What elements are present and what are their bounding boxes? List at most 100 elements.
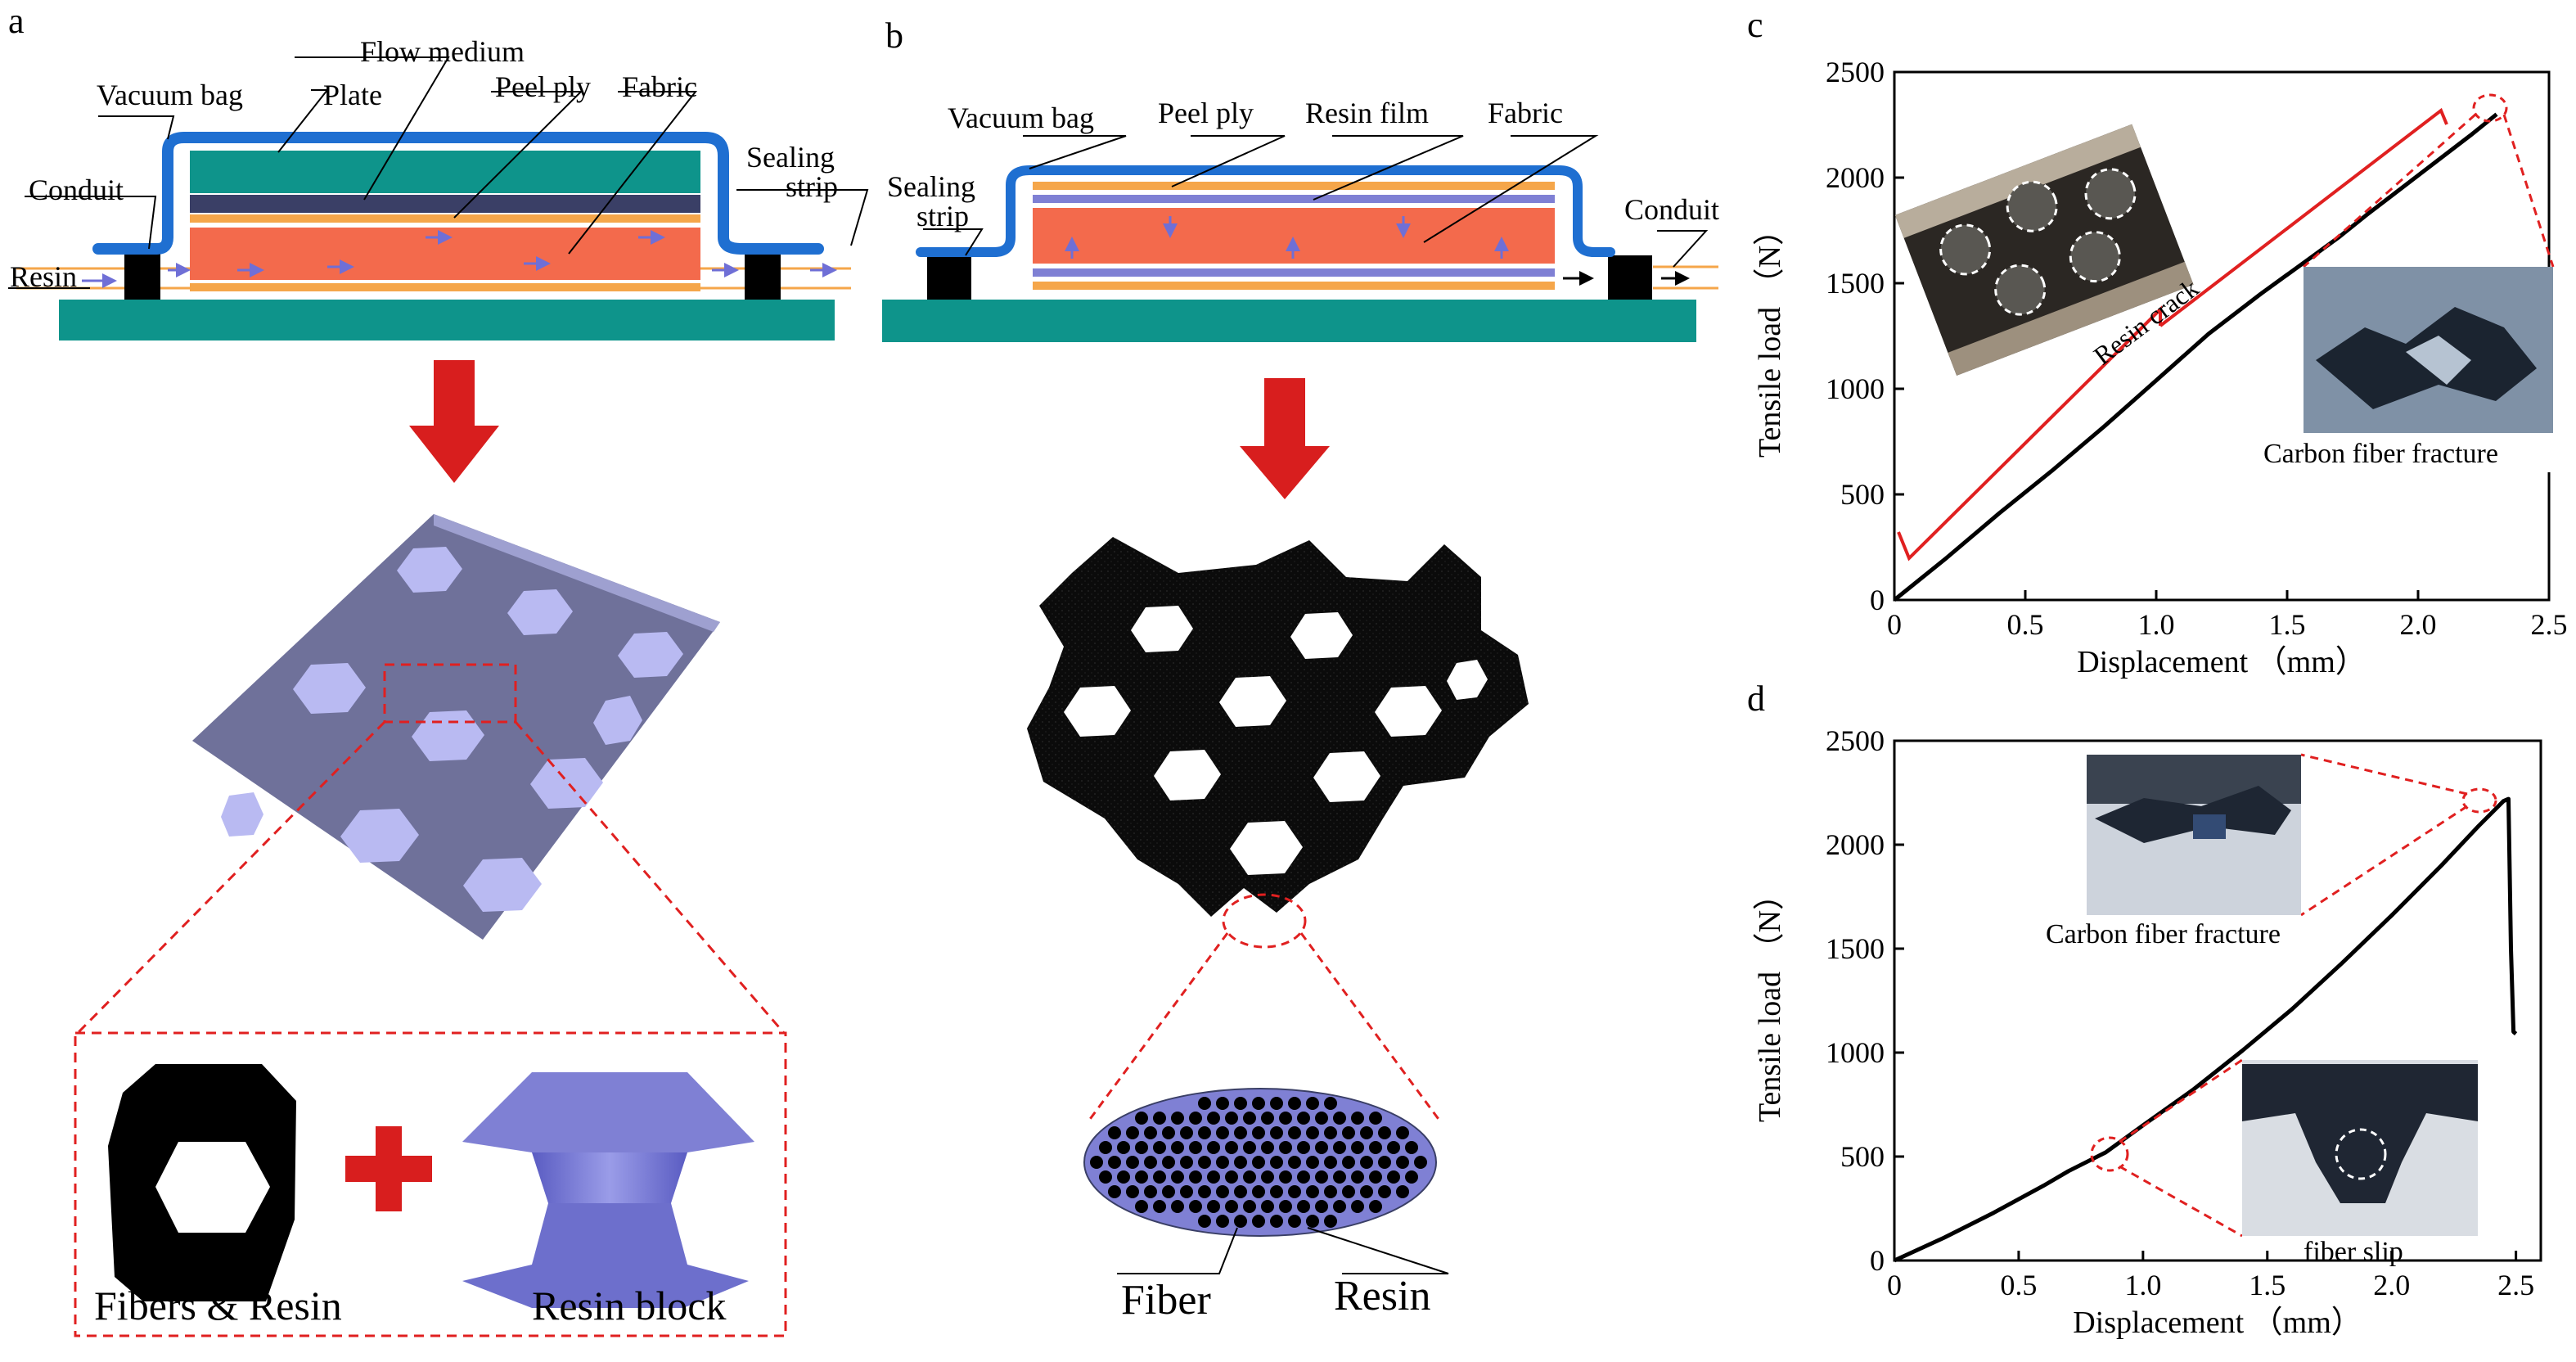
fiber-dot — [1333, 1170, 1346, 1184]
a-label-conduit: Conduit — [29, 174, 124, 206]
b-label-vacuum-bag: Vacuum bag — [948, 101, 1094, 134]
d-zoom-lines-top — [2300, 753, 2468, 917]
fiber-dot — [1108, 1185, 1121, 1198]
a-label-strip: strip — [786, 170, 838, 203]
fiber-dot — [1270, 1185, 1283, 1198]
y-tick-label: 0 — [1870, 1244, 1885, 1277]
c-label-carbon-fiber-fracture: Carbon fiber fracture — [2263, 439, 2498, 469]
fiber-dot — [1153, 1200, 1166, 1213]
fiber-dot — [1126, 1156, 1139, 1169]
fiber-dot — [1135, 1200, 1148, 1213]
x-tick-label: 1.5 — [2269, 608, 2306, 641]
panel-b: b — [882, 16, 1719, 1324]
b-cross-section: Fiber Resin — [1083, 1088, 1449, 1324]
fiber-dot — [1270, 1097, 1283, 1110]
series-line — [1893, 112, 2498, 602]
b-fabric-hex-holes — [1064, 606, 1488, 875]
fiber-dot — [1324, 1126, 1337, 1139]
a-label-plate: Plate — [323, 79, 382, 111]
y-tick-label: 2000 — [1826, 161, 1885, 194]
fiber-dot — [1288, 1097, 1301, 1110]
y-axis-label: Tensile load （N） — [1753, 214, 1787, 458]
b-label-fabric: Fabric — [1488, 97, 1563, 129]
fiber-dot — [1171, 1170, 1184, 1184]
b-resin-arrows — [1065, 216, 1509, 259]
b-label-conduit: Conduit — [1624, 193, 1719, 226]
fiber-dot — [1243, 1170, 1256, 1184]
fiber-dot — [1252, 1215, 1265, 1228]
fiber-dot — [1153, 1170, 1166, 1184]
x-tick-label: 0 — [1887, 1269, 1902, 1301]
fiber-dot — [1324, 1215, 1337, 1228]
fiber-dot — [1351, 1141, 1364, 1154]
x-axis-label: Displacement （mm） — [2077, 645, 2367, 679]
b-leader-lines — [923, 135, 1709, 268]
x-tick-label: 2.5 — [2531, 608, 2568, 641]
fiber-dot — [1126, 1126, 1139, 1139]
fiber-dot — [1324, 1097, 1337, 1110]
fiber-dot — [1378, 1185, 1391, 1198]
a-label-resin-block: Resin block — [532, 1283, 726, 1328]
x-tick-label: 1.5 — [2249, 1269, 2286, 1301]
fiber-dot — [1198, 1215, 1211, 1228]
fiber-dot — [1234, 1215, 1247, 1228]
fiber-dot — [1108, 1126, 1121, 1139]
b-left-sealing-strip — [927, 255, 971, 300]
a-plus-sign — [345, 1126, 432, 1211]
c-bracket-upper — [2159, 107, 2448, 327]
fiber-dot — [1207, 1200, 1220, 1213]
a-zoom-box — [383, 663, 517, 724]
fiber-dot — [1306, 1185, 1319, 1198]
fiber-dot — [1171, 1141, 1184, 1154]
a-flow-medium — [190, 195, 700, 213]
fiber-dot — [1198, 1185, 1211, 1198]
b-label-fiber: Fiber — [1121, 1277, 1211, 1324]
fiber-dot — [1117, 1141, 1130, 1154]
fiber-dot — [1225, 1200, 1238, 1213]
a-label-resin: Resin — [10, 260, 77, 293]
fiber-dot — [1351, 1170, 1364, 1184]
fiber-dot — [1315, 1200, 1328, 1213]
fiber-dot — [1243, 1200, 1256, 1213]
fiber-dot — [1369, 1141, 1382, 1154]
d-inset-fiber-slip — [2242, 1060, 2478, 1236]
fiber-dot — [1324, 1156, 1337, 1169]
b-base-plate — [882, 300, 1696, 342]
fiber-dot — [1189, 1170, 1202, 1184]
fiber-dot — [1315, 1112, 1328, 1125]
fiber-dot — [1243, 1141, 1256, 1154]
a-resin-block-shape — [462, 1072, 754, 1308]
fiber-dot — [1387, 1170, 1400, 1184]
x-tick-label: 2.0 — [2400, 608, 2437, 641]
fiber-dot — [1378, 1126, 1391, 1139]
fiber-dot — [1261, 1200, 1274, 1213]
fiber-dot — [1288, 1126, 1301, 1139]
y-tick-label: 500 — [1840, 1140, 1885, 1173]
fiber-dot — [1405, 1170, 1418, 1184]
fiber-dot — [1270, 1156, 1283, 1169]
fiber-dot — [1315, 1170, 1328, 1184]
plot-frame — [1893, 739, 2542, 1262]
fiber-dot — [1306, 1215, 1319, 1228]
fiber-dot — [1189, 1200, 1202, 1213]
c-zoom-lines — [2303, 113, 2555, 268]
fiber-dot — [1270, 1215, 1283, 1228]
fiber-dot — [1396, 1126, 1409, 1139]
fiber-dot — [1288, 1156, 1301, 1169]
d-inset-fiber-fracture — [2087, 755, 2301, 915]
fiber-dot — [1342, 1156, 1355, 1169]
fiber-dot — [1288, 1185, 1301, 1198]
c-annotations: Resin crack Carbon fiber fracture — [1894, 93, 2560, 561]
fiber-dot — [1216, 1215, 1229, 1228]
fiber-dot — [1234, 1156, 1247, 1169]
b-label-resin: Resin — [1334, 1273, 1430, 1319]
fiber-dot — [1369, 1200, 1382, 1213]
x-tick-label: 0 — [1887, 608, 1902, 641]
fiber-dot — [1279, 1141, 1292, 1154]
a-base-plate — [59, 300, 835, 340]
fiber-dot — [1252, 1185, 1265, 1198]
a-vacuum-bag — [92, 132, 824, 255]
